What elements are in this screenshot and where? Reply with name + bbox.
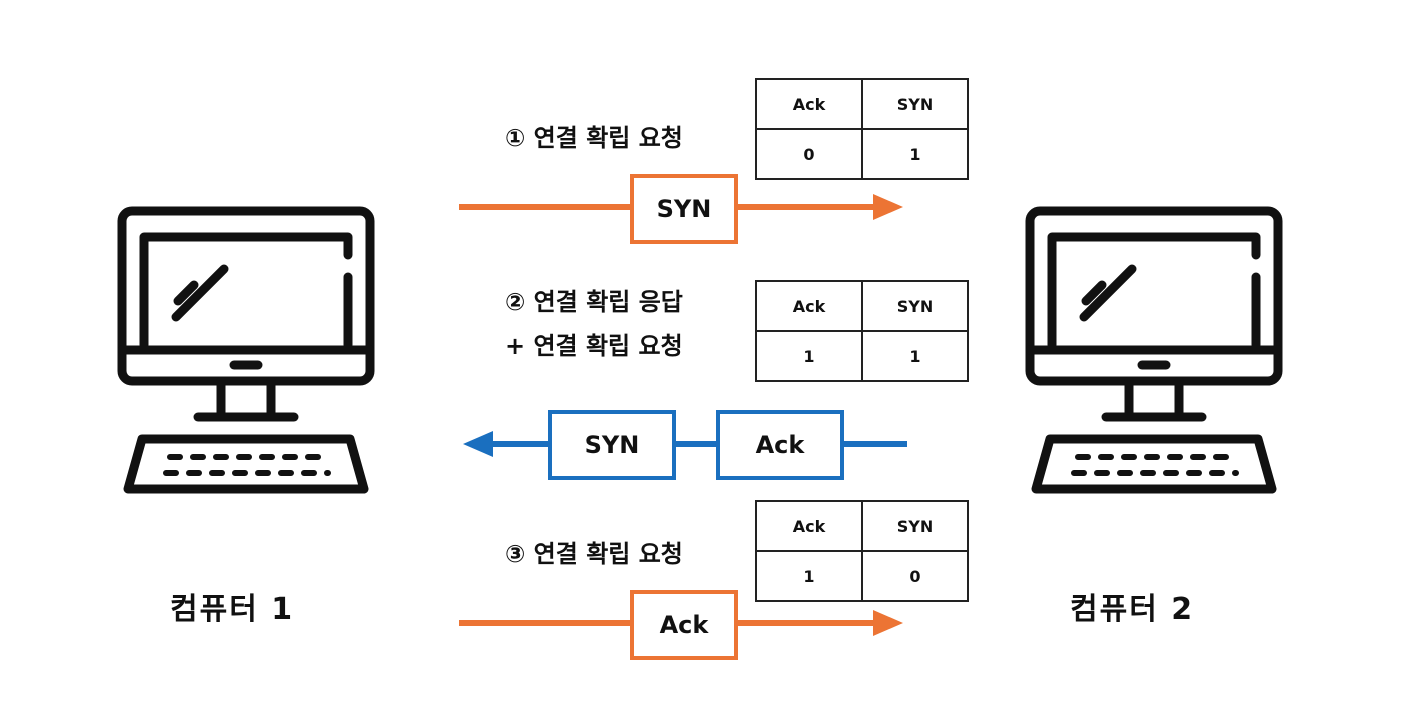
step-3-flag-table: Ack SYN 1 0	[755, 500, 969, 602]
computer-2-label: 컴퓨터 2	[1070, 592, 1195, 627]
flag-header-ack: Ack	[755, 500, 863, 552]
step-3-label: ③ 연결 확립 요청	[505, 532, 683, 576]
desktop-computer-icon	[117, 206, 375, 494]
flag-header-syn: SYN	[861, 280, 969, 332]
desktop-computer-icon	[1025, 206, 1283, 494]
step-2-label: ② 연결 확립 응답 + 연결 확립 요청	[505, 280, 683, 368]
flag-value-ack: 0	[755, 128, 863, 180]
step-2-flag-table: Ack SYN 1 1	[755, 280, 969, 382]
flag-header-ack: Ack	[755, 280, 863, 332]
step-1-flag-table: Ack SYN 0 1	[755, 78, 969, 180]
flag-value-syn: 0	[861, 550, 969, 602]
computer-1	[116, 205, 376, 500]
flag-value-ack: 1	[755, 550, 863, 602]
flag-value-ack: 1	[755, 330, 863, 382]
computer-1-label: 컴퓨터 1	[170, 592, 295, 627]
flag-value-syn: 1	[861, 128, 969, 180]
flag-header-ack: Ack	[755, 78, 863, 130]
step-2-line-1: ② 연결 확립 응답	[505, 288, 683, 316]
step-1-packet-syn: SYN	[630, 174, 738, 244]
step-2-packet-syn: SYN	[548, 410, 676, 480]
step-3-line-1: ③ 연결 확립 요청	[505, 540, 683, 568]
step-3-packet-ack: Ack	[630, 590, 738, 660]
step-2-packet-ack: Ack	[716, 410, 844, 480]
step-2-line-2: + 연결 확립 요청	[505, 332, 683, 360]
step-1-label: ① 연결 확립 요청	[505, 116, 683, 160]
step-1-line-1: ① 연결 확립 요청	[505, 124, 683, 152]
flag-value-syn: 1	[861, 330, 969, 382]
flag-header-syn: SYN	[861, 500, 969, 552]
computer-2	[1024, 205, 1284, 500]
flag-header-syn: SYN	[861, 78, 969, 130]
